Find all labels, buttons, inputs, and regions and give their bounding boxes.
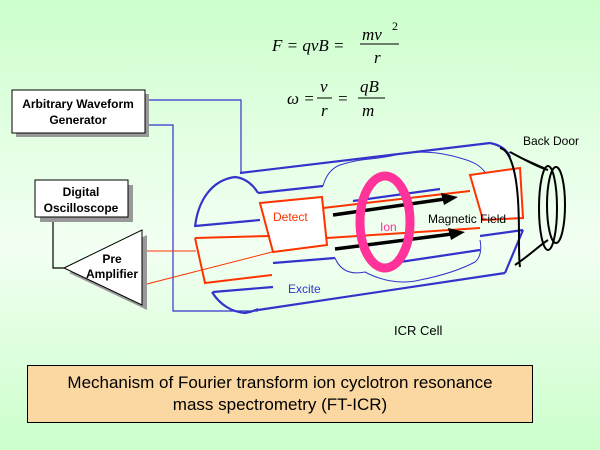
arrow-head-icon <box>441 193 458 205</box>
awg-label-line1: Arbitrary Waveform <box>22 97 134 111</box>
caption-line1: Mechanism of Fourier transform ion cyclo… <box>67 373 493 392</box>
ion-orbit-ring <box>355 171 415 273</box>
omega-eq: = <box>337 89 348 108</box>
ion-label: Ion <box>380 220 397 234</box>
amplifier-label-line1: Pre <box>102 252 122 266</box>
icr-cell-label: ICR Cell <box>394 323 443 338</box>
awg-label-line2: Generator <box>49 113 107 127</box>
amplifier-label-line2: Amplifier <box>86 267 138 281</box>
detect-plate <box>258 195 329 254</box>
force-equation: F = qvB = mv 2 r <box>271 19 399 67</box>
arbitrary-waveform-generator-box: Arbitrary Waveform Generator <box>11 89 149 137</box>
detect-label: Detect <box>273 210 308 224</box>
oscilloscope-label-line2: Oscilloscope <box>44 201 119 215</box>
force-denominator: r <box>374 48 381 67</box>
omega-frac1-den: r <box>321 101 328 120</box>
icr-cell <box>193 141 566 315</box>
omega-frac1-num: v <box>320 77 328 96</box>
digital-oscilloscope-box: Digital Oscilloscope <box>34 179 133 222</box>
caption-line2: mass spectrometry (FT-ICR) <box>172 395 388 414</box>
amplifier-wires <box>142 250 273 286</box>
pre-amplifier-triangle: Pre Amplifier <box>62 229 147 310</box>
omega-frac2-num: qB <box>360 77 380 96</box>
arrow-head-icon <box>448 228 465 240</box>
excite-label: Excite <box>288 282 321 296</box>
omega-lhs: ω = <box>287 89 315 108</box>
oscilloscope-wire <box>52 217 64 269</box>
magnetic-field-arrows <box>332 197 453 251</box>
force-lhs: F = qvB = <box>271 36 345 55</box>
awg-wires <box>145 99 258 312</box>
omega-equation: ω = v r = qB m <box>287 77 385 120</box>
oscilloscope-label-line1: Digital <box>63 185 100 199</box>
back-door-label: Back Door <box>523 134 579 148</box>
magnetic-field-label: Magnetic Field <box>428 212 506 226</box>
force-exponent: 2 <box>392 19 398 33</box>
caption-box: Mechanism of Fourier transform ion cyclo… <box>27 365 533 423</box>
force-numerator: mv <box>362 25 382 44</box>
omega-frac2-den: m <box>362 101 374 120</box>
